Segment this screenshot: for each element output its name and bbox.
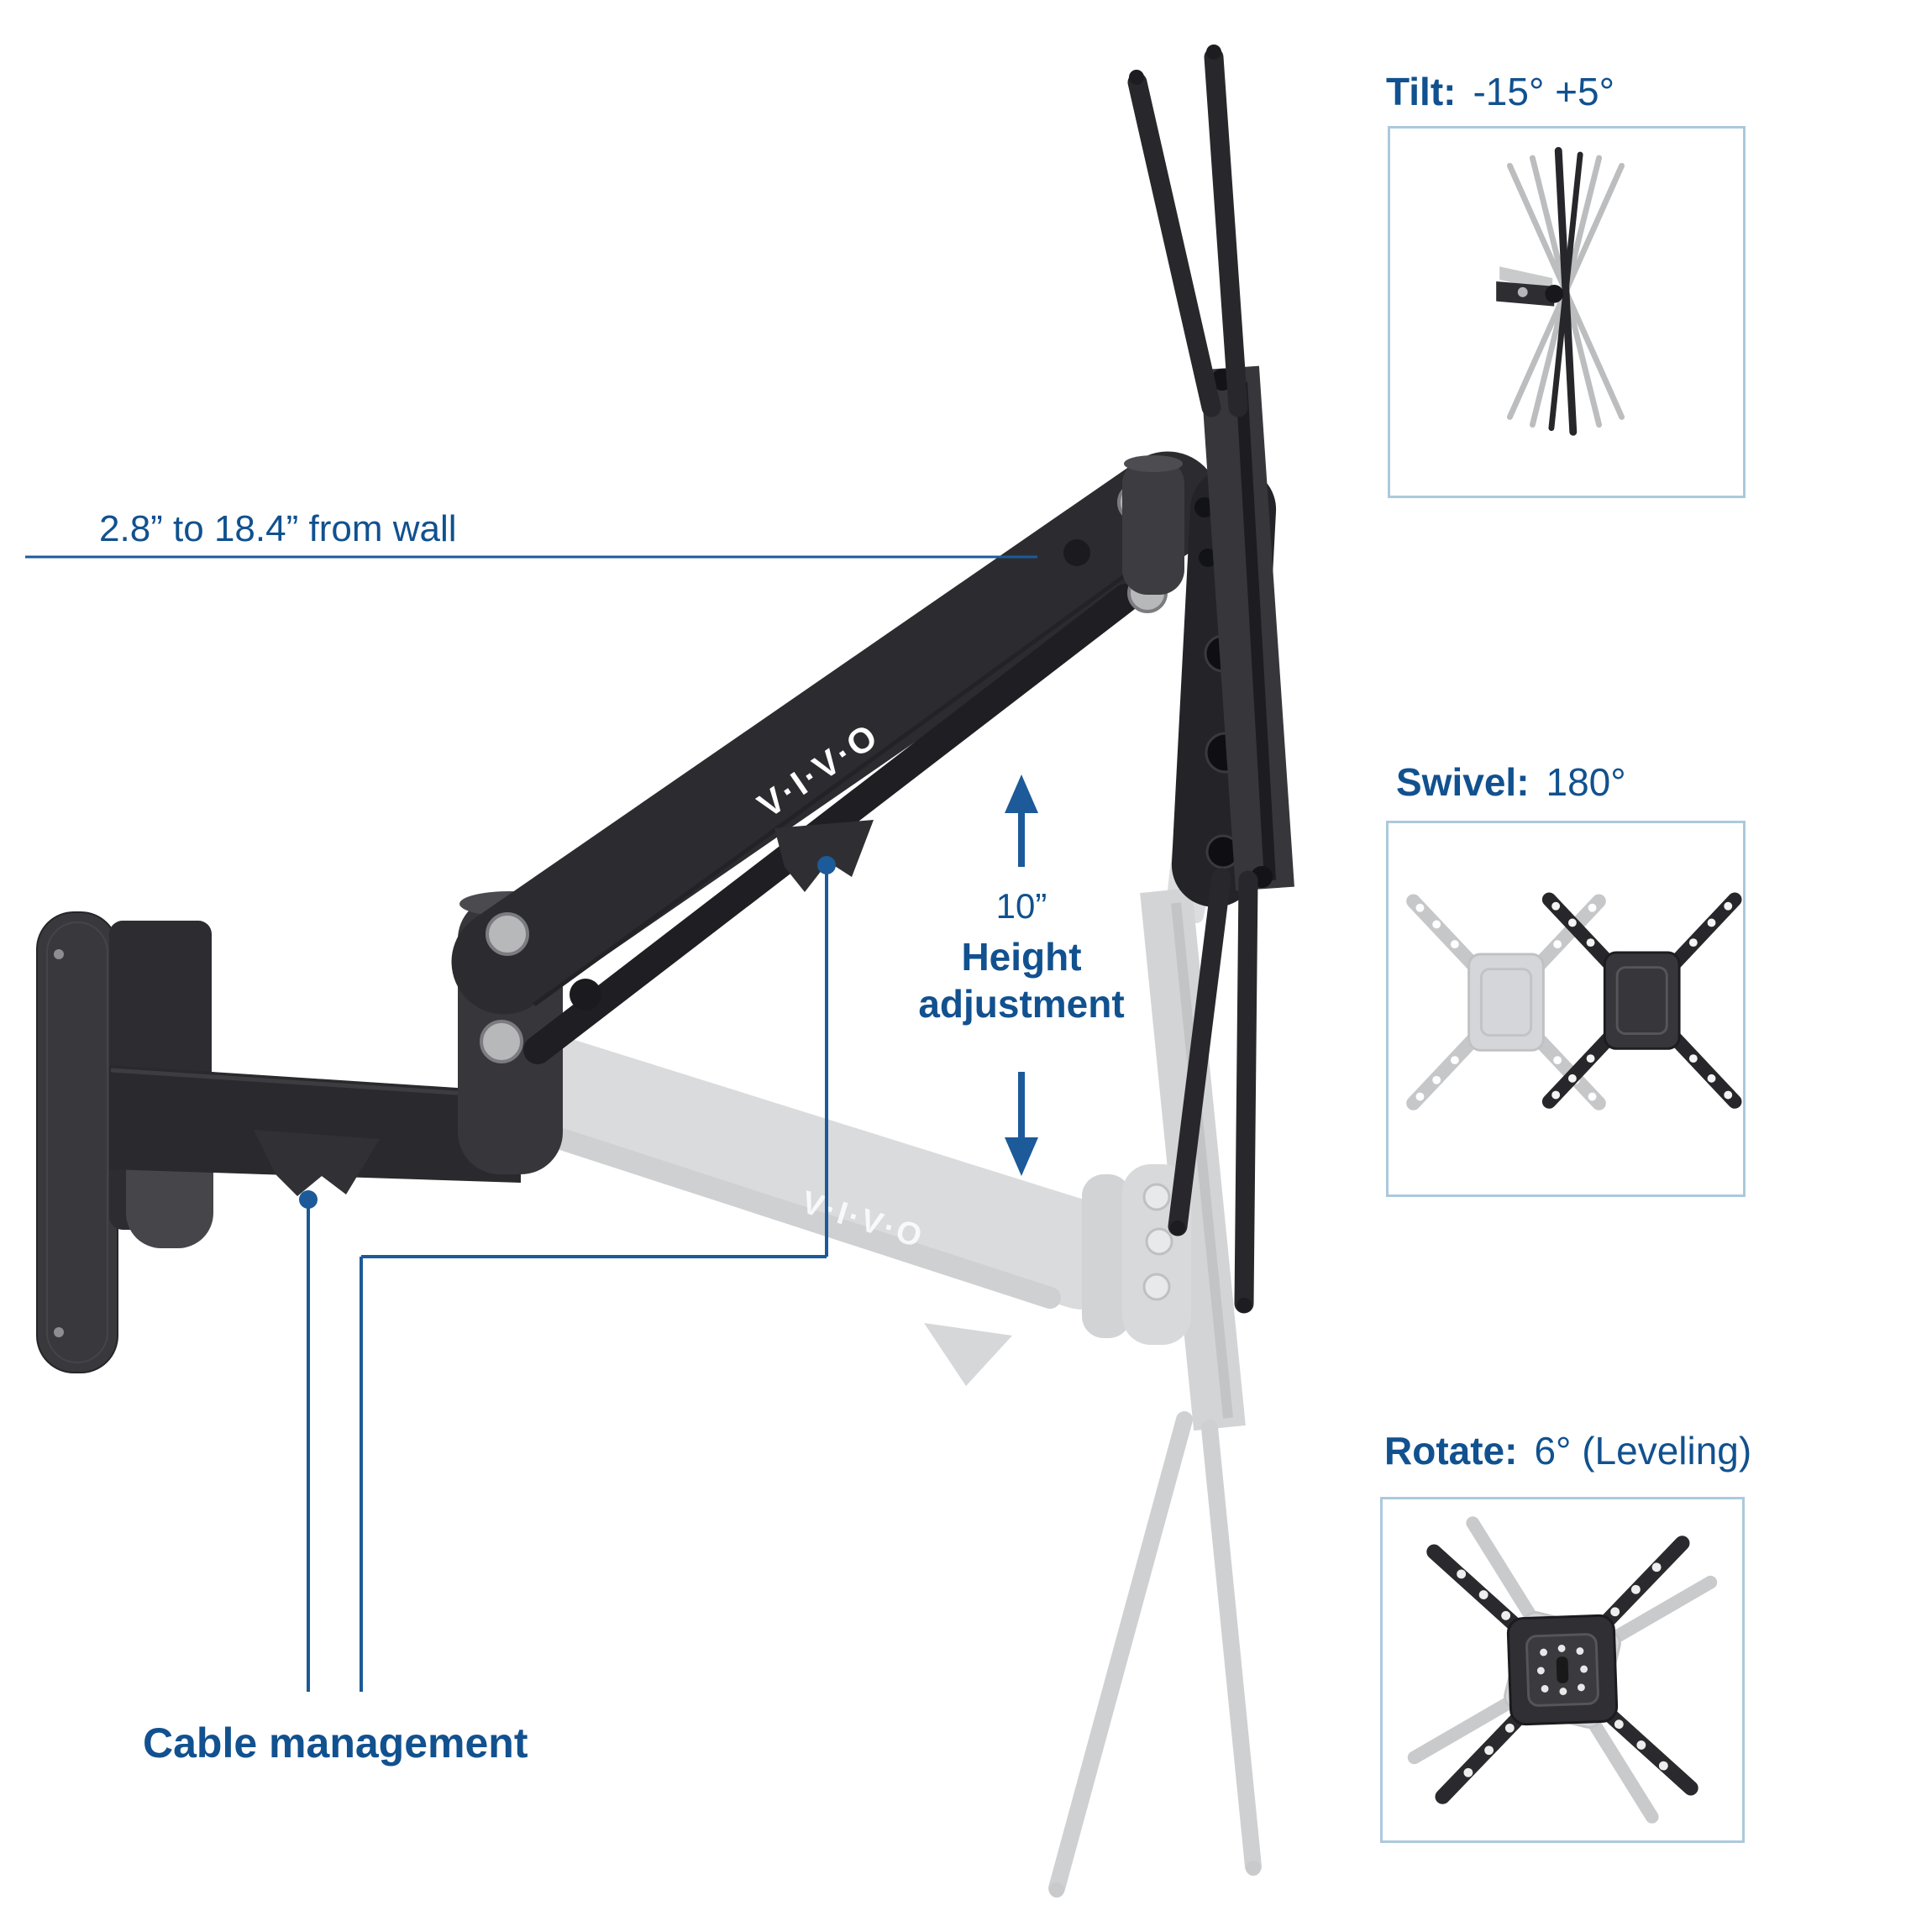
- swivel-bracket: [1541, 892, 1742, 1109]
- cable-point-dot: [817, 856, 836, 874]
- tilt-pivot: [1545, 284, 1564, 303]
- ghost-gas-spring-arm: [467, 1026, 1137, 1310]
- ghost-arm-tip: [1246, 1861, 1261, 1876]
- rotate-panel: [1380, 1497, 1745, 1843]
- arm-seam: [533, 565, 1137, 1007]
- swivel-value: 180°: [1546, 760, 1626, 804]
- rotate-heading: Rotate: 6° (Leveling): [1384, 1431, 1751, 1470]
- gas-spring-arm: [451, 451, 1221, 1015]
- wall-plate-edge: [46, 921, 108, 1363]
- rotate-illustration: [1407, 1516, 1718, 1824]
- ghost-assembly: V·I·V·O: [467, 530, 1272, 1898]
- annotation-lines: [25, 555, 1037, 1692]
- ghost-cable-clip: [924, 1323, 1012, 1386]
- rotate-label: Rotate:: [1384, 1429, 1518, 1473]
- cable-clip-lower: [254, 1130, 380, 1196]
- wall-mount-illustration: V·I·V·O: [25, 45, 1294, 1898]
- arrow-up-icon: [1005, 774, 1038, 813]
- tilt-illustration: [1496, 147, 1625, 436]
- vesa-rail-seam: [1236, 381, 1276, 881]
- vesa-rail: [1200, 365, 1294, 891]
- wall-plate-hole: [54, 949, 64, 959]
- tilt-value: -15° +5°: [1473, 70, 1614, 113]
- wall-distance-label: 2.8” to 18.4” from wall: [99, 508, 457, 549]
- tilt-heading: Tilt: -15° +5°: [1386, 72, 1614, 111]
- plate-upper-arm: [1204, 47, 1248, 417]
- rotate-value: 6° (Leveling): [1534, 1429, 1752, 1473]
- ghost-screw: [1142, 1183, 1171, 1211]
- arrow-down-icon: [1005, 1137, 1038, 1176]
- ghost-plate-lower-arm: [1201, 1420, 1262, 1875]
- cable-point-dot: [299, 1190, 318, 1209]
- swivel-illustration: [1406, 892, 1742, 1110]
- annotation-markers: [299, 774, 1038, 1209]
- plate-lower-arm: [1234, 870, 1258, 1314]
- pivot-screw: [480, 1020, 523, 1063]
- ghost-plate-lower-arm: [1048, 1411, 1193, 1897]
- mount-assembly: V·I·V·O: [36, 45, 1294, 1373]
- ghost-arm-link: [535, 1123, 1061, 1309]
- ghost-screw: [1145, 1227, 1173, 1256]
- tilt-label: Tilt:: [1386, 70, 1457, 113]
- tilt-bolt: [1199, 549, 1217, 567]
- arm-tip: [1170, 1221, 1185, 1236]
- lower-arm-edge: [110, 1068, 520, 1100]
- tilt-panel: [1388, 126, 1746, 498]
- swivel-label: Swivel:: [1396, 760, 1530, 804]
- cable-clip-upper: [774, 820, 874, 892]
- arm-tip: [1129, 70, 1144, 85]
- swivel-panel: [1386, 821, 1746, 1197]
- adjustment-word: adjustment: [918, 982, 1125, 1026]
- tilt-plate-lines: [1548, 147, 1583, 436]
- height-value: 10”: [995, 886, 1047, 926]
- ghost-arm-tip: [1049, 1882, 1064, 1898]
- ghost-screw: [1142, 1273, 1171, 1301]
- wall-plate-hole: [54, 1327, 64, 1337]
- swivel-ghost-bracket: [1406, 894, 1606, 1110]
- height-adjustment-label: 10” Height adjustment: [879, 886, 1164, 1026]
- height-word: Height: [961, 935, 1082, 979]
- tilt-screw: [1517, 286, 1528, 297]
- plate-upper-arm: [1127, 72, 1221, 417]
- ghost-vesa-rail-seam: [1171, 902, 1233, 1419]
- rotate-bracket: [1426, 1536, 1698, 1804]
- swivel-heading: Swivel: 180°: [1396, 763, 1626, 801]
- pivot-bolt: [1063, 539, 1090, 566]
- pivot-bolt: [570, 979, 601, 1011]
- arm-tip: [1206, 45, 1221, 60]
- head-cap: [1124, 455, 1183, 472]
- head-cylinder: [1122, 459, 1184, 595]
- pivot-screw: [486, 912, 529, 956]
- cable-management-label: Cable management: [143, 1719, 528, 1767]
- ghost-head-cylinder: [1082, 1174, 1131, 1338]
- plate-lower-arm: [1168, 868, 1231, 1236]
- arm-tip: [1236, 1298, 1252, 1313]
- wall-plate: [36, 911, 118, 1373]
- lower-arm: [109, 1065, 521, 1183]
